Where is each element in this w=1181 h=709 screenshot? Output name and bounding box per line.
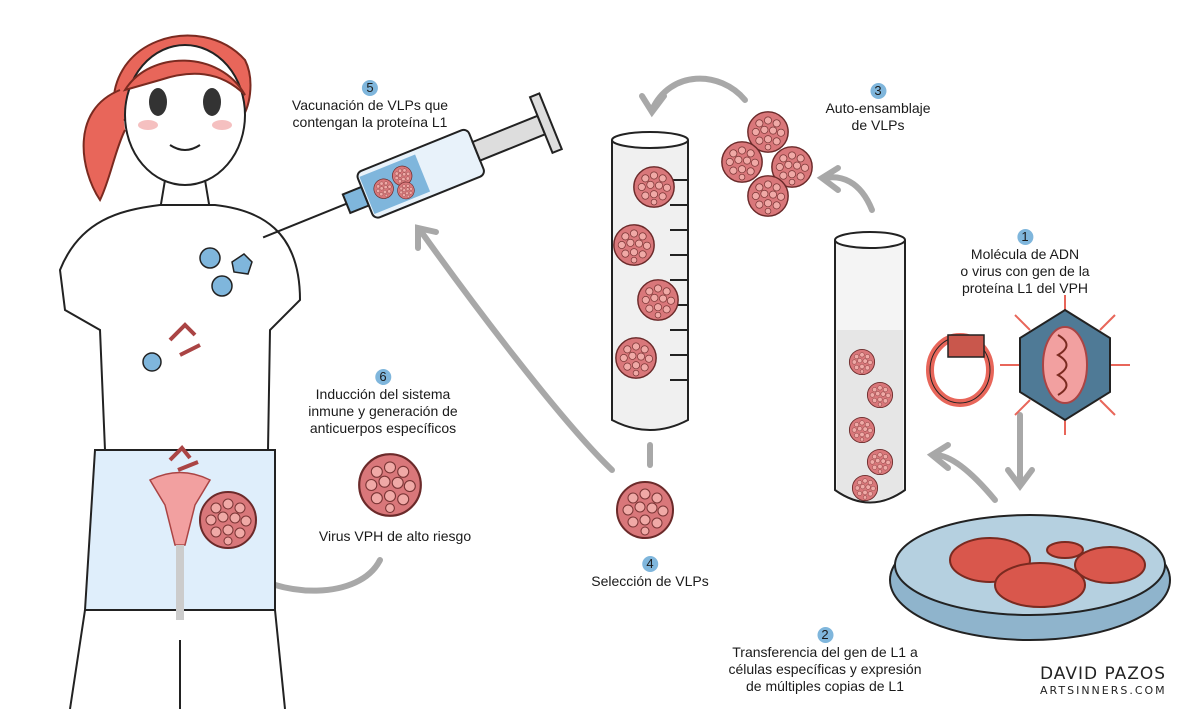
- step-badge: 5: [362, 80, 378, 96]
- petri-dish: [889, 514, 1171, 641]
- virus-label: Virus VPH de alto riesgo: [319, 528, 471, 545]
- step-text: Vacunación de VLPs que: [291, 97, 449, 113]
- hpv-high-risk-virus: [358, 453, 422, 517]
- step-2-label: 2 Transferencia del gen de L1 a células …: [729, 626, 922, 695]
- step-5-label: 5 Vacunación de VLPs que contengan la pr…: [292, 79, 448, 131]
- step-badge: 3: [870, 83, 886, 99]
- step-4-label: 4 Selección de VLPs: [591, 555, 709, 590]
- arrow-1-to-3: [822, 174, 875, 213]
- step-text: Inducción del sistema: [315, 386, 451, 402]
- plasmid: [926, 333, 994, 407]
- step-badge: 1: [1016, 229, 1033, 245]
- test-tube-cells: [834, 231, 906, 504]
- test-tube-vlps: [611, 131, 689, 431]
- step-text: de múltiples copias de L1: [746, 678, 904, 694]
- step-text: Selección de VLPs: [591, 573, 709, 589]
- step-text: anticuerpos específicos: [309, 420, 457, 436]
- step-text: Transferencia del gen de L1 a: [732, 644, 918, 660]
- arrow-dish-to-tube: [932, 452, 998, 503]
- step-3-label: 3 Auto-ensamblaje de VLPs: [825, 82, 931, 134]
- signature-site: ARTSINNERS.COM: [1040, 684, 1167, 697]
- signature-name: DAVID PAZOS: [1040, 664, 1167, 684]
- woman-figure: [58, 34, 302, 709]
- step-text: células específicas y expresión: [728, 661, 922, 677]
- step-text: proteína L1 del VPH: [961, 280, 1089, 296]
- syringe: [262, 92, 564, 239]
- virus-text: Virus VPH de alto riesgo: [318, 528, 472, 544]
- step-text: Auto-ensamblaje: [825, 100, 931, 116]
- step-6-label: 6 Inducción del sistema inmune y generac…: [308, 368, 458, 437]
- arrow-4-to-syringe: [417, 227, 615, 473]
- step-badge: 4: [642, 556, 658, 572]
- signature: DAVID PAZOS ARTSINNERS.COM: [1040, 664, 1167, 697]
- step-text: contengan la proteína L1: [292, 114, 448, 130]
- selected-vlp: [616, 481, 674, 539]
- step-text: de VLPs: [851, 117, 905, 133]
- hpv-virus-dna: [1000, 295, 1130, 435]
- step-badge: 6: [375, 369, 391, 385]
- step-text: Molécula de ADN: [970, 246, 1080, 262]
- step-text: inmune y generación de: [308, 403, 458, 419]
- step-badge: 2: [817, 627, 833, 643]
- step-text: o virus con gen de la: [960, 263, 1090, 279]
- assembled-vlps: [721, 111, 813, 217]
- step-1-label: 1 Molécula de ADN o virus con gen de la …: [960, 228, 1090, 297]
